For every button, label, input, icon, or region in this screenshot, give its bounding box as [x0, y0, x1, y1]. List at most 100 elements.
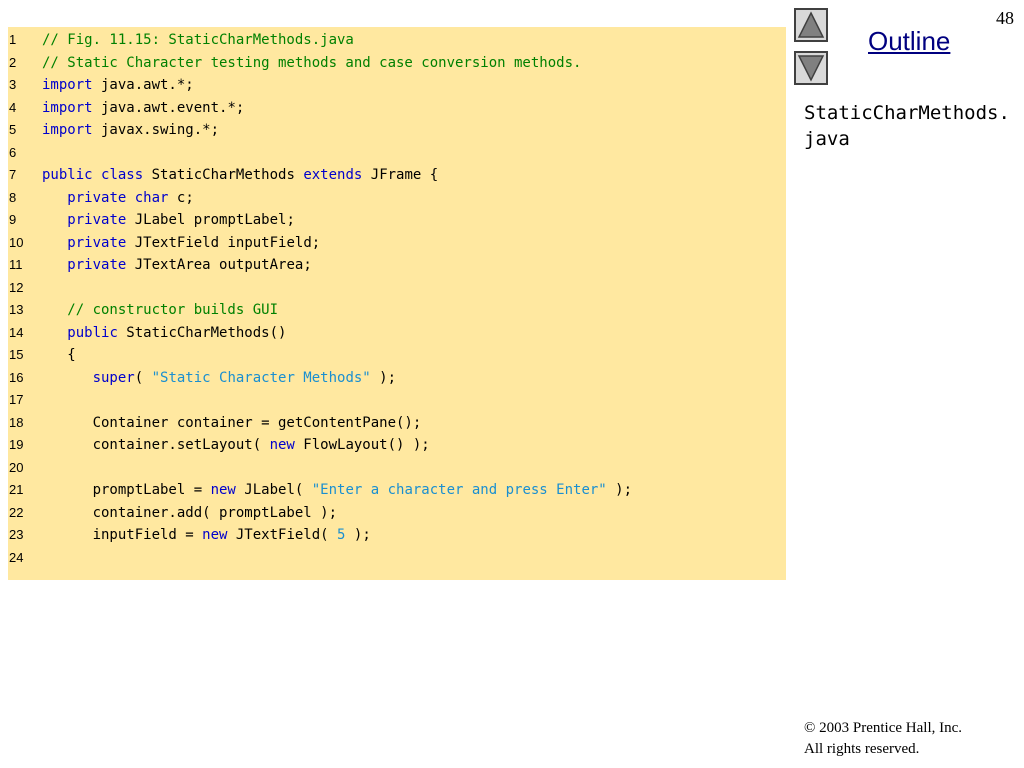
code-token-keyword: char [134, 189, 169, 206]
code-token-plain [42, 257, 67, 273]
code-token-plain: java.awt.*; [92, 77, 194, 93]
line-number: 18 [9, 414, 24, 430]
code-token-plain [42, 370, 93, 386]
code-token-plain: JTextField inputField; [126, 234, 321, 251]
outline-link[interactable]: Outline [868, 26, 951, 56]
code-token-keyword: new [210, 482, 236, 498]
code-token-plain [42, 190, 67, 206]
code-line: 14 public StaticCharMethods() [8, 322, 786, 345]
code-text: private JTextArea outputArea; [42, 254, 312, 277]
code-text: container.setLayout( new FlowLayout() ); [42, 434, 430, 457]
code-line: 1 // Fig. 11.15: StaticCharMethods.java [8, 29, 786, 52]
code-text: private JTextField inputField; [42, 232, 320, 255]
code-line: 4 import java.awt.event.*; [8, 97, 786, 120]
code-text: import java.awt.event.*; [42, 97, 244, 120]
line-number: 4 [9, 99, 17, 115]
line-number: 17 [9, 392, 24, 407]
code-line: 3 import java.awt.*; [8, 74, 786, 97]
next-slide-button[interactable] [794, 51, 828, 85]
code-line: 12 [8, 277, 786, 300]
line-number: 7 [9, 167, 17, 182]
code-token-keyword: extends [303, 167, 363, 183]
line-number: 5 [9, 122, 17, 137]
code-token-plain: Container container = getContentPane(); [42, 414, 422, 431]
code-line: 24 [8, 547, 786, 570]
code-token-keyword: private [67, 234, 127, 251]
code-line: 17 [8, 389, 786, 412]
triangle-up-icon [797, 11, 825, 38]
line-number: 19 [9, 437, 24, 452]
code-token-keyword: import [42, 77, 93, 93]
code-text: public StaticCharMethods() [42, 322, 286, 345]
code-token-keyword: private [67, 189, 127, 206]
code-line: 7 public class StaticCharMethods extends … [8, 164, 786, 187]
code-text: // Fig. 11.15: StaticCharMethods.java [42, 29, 354, 52]
code-line: 8 private char c; [8, 187, 786, 210]
code-token-keyword: private [67, 257, 127, 273]
code-token-string: "Static Character Methods" [151, 369, 371, 386]
code-text: import java.awt.*; [42, 74, 194, 97]
code-token-plain: JLabel promptLabel; [126, 212, 295, 228]
line-number: 10 [9, 234, 24, 250]
code-line: 23 inputField = new JTextField( 5 ); [8, 524, 786, 547]
code-line: 2// Static Character testing methods and… [8, 52, 786, 75]
code-token-plain: FlowLayout() ); [294, 437, 430, 453]
code-text: { [42, 344, 76, 367]
code-token-comment: // constructor builds GUI [42, 302, 279, 318]
line-number: 15 [9, 347, 24, 362]
code-token-keyword: import [42, 122, 93, 138]
line-number: 1 [9, 32, 17, 47]
code-token-number: 5 [337, 527, 346, 543]
code-token-keyword: import [42, 99, 93, 116]
line-number: 13 [9, 302, 24, 317]
line-number: 20 [9, 459, 24, 475]
code-line: 16 super( "Static Character Methods" ); [8, 367, 786, 390]
code-text: Container container = getContentPane(); [42, 412, 422, 435]
code-token-plain: StaticCharMethods [143, 167, 304, 183]
code-token-keyword: private [67, 212, 127, 228]
code-token-keyword: public [42, 167, 93, 183]
code-text: private char c; [42, 187, 193, 210]
page-number: 48 [996, 8, 1014, 28]
code-token-plain [42, 325, 67, 341]
code-listing: 1 // Fig. 11.15: StaticCharMethods.java 2/… [8, 27, 786, 580]
code-text: public class StaticCharMethods extends J… [42, 164, 438, 187]
previous-slide-button[interactable] [794, 8, 828, 42]
copyright-line: © 2003 Prentice Hall, Inc. [804, 720, 963, 736]
code-text: import javax.swing.*; [42, 119, 219, 142]
code-line: 13 // constructor builds GUI [8, 299, 786, 322]
line-number: 6 [9, 144, 17, 160]
code-line: 21 promptLabel = new JLabel( "Enter a ch… [8, 479, 786, 502]
code-line: 22 container.add( promptLabel ); [8, 502, 786, 525]
line-number: 3 [9, 77, 17, 92]
code-token-plain [126, 190, 134, 206]
code-token-plain: ); [345, 527, 371, 543]
code-text: // Static Character testing methods and … [42, 52, 581, 75]
file-name: StaticCharMethods.java [804, 102, 1010, 150]
line-number: 8 [9, 189, 17, 205]
code-token-plain: StaticCharMethods() [117, 324, 287, 341]
line-number: 11 [9, 257, 23, 272]
code-token-string: "Enter a character and press Enter" [311, 482, 607, 498]
code-token-keyword: new [269, 437, 295, 453]
code-line: 5 import javax.swing.*; [8, 119, 786, 142]
code-token-plain: JLabel( [235, 482, 312, 498]
line-number: 14 [9, 324, 24, 340]
code-token-comment: // Fig. 11.15: StaticCharMethods.java [42, 32, 354, 48]
code-line: 19 container.setLayout( new FlowLayout()… [8, 434, 786, 457]
line-number: 24 [9, 549, 24, 565]
code-token-plain [42, 212, 67, 228]
code-line: 11 private JTextArea outputArea; [8, 254, 786, 277]
code-text: super( "Static Character Methods" ); [42, 367, 396, 390]
code-text: container.add( promptLabel ); [42, 502, 337, 525]
line-number: 21 [9, 482, 24, 497]
code-text: private JLabel promptLabel; [42, 209, 295, 232]
code-text: promptLabel = new JLabel( "Enter a chara… [42, 479, 632, 502]
code-token-plain: promptLabel = [42, 482, 211, 498]
code-token-comment: // Static Character testing methods and … [42, 54, 582, 71]
line-number: 12 [9, 279, 24, 295]
code-token-plain: JTextArea outputArea; [126, 257, 312, 273]
code-text: // constructor builds GUI [42, 299, 278, 322]
copyright-notice: © 2003 Prentice Hall, Inc. All rights re… [804, 718, 962, 760]
code-token-plain: { [42, 347, 76, 363]
